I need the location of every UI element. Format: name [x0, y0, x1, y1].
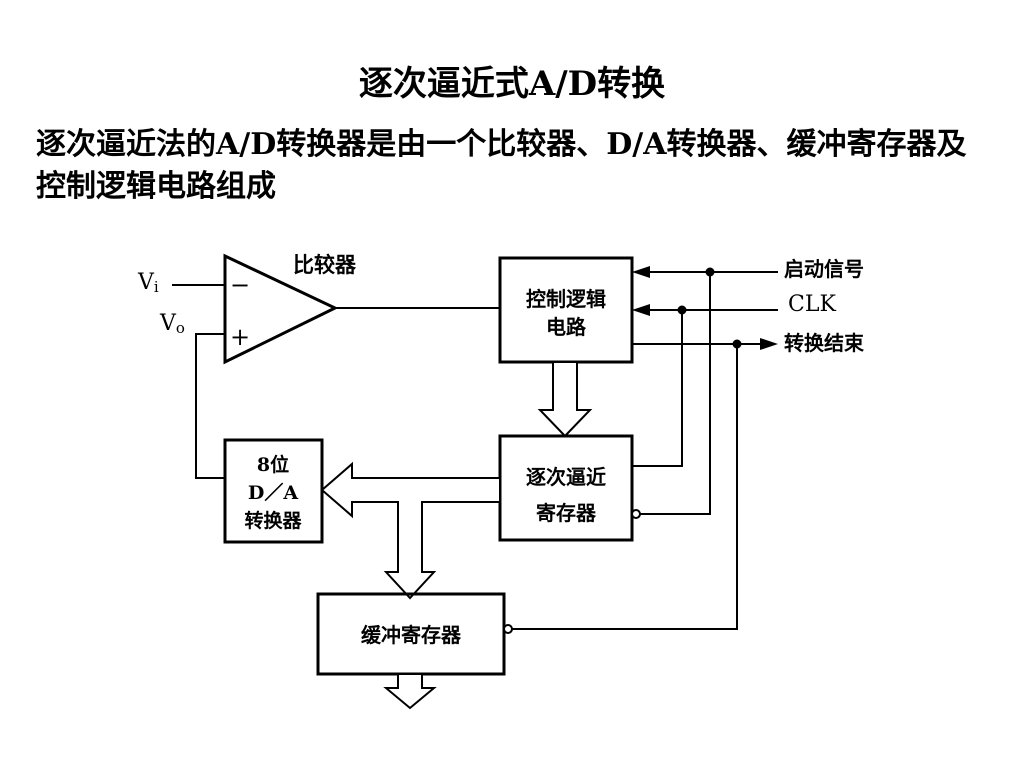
clk-signal-arrowhead: [632, 304, 650, 316]
end-to-buffer-wire: [512, 344, 738, 630]
input-vi-base: V: [137, 270, 155, 295]
control-logic-label-line2: 电路: [546, 315, 587, 339]
input-vi-label: Vi: [137, 270, 159, 296]
input-vo-subscript: o: [176, 319, 185, 337]
vo-feedback-wire: [195, 333, 225, 479]
input-vo-label: Vo: [159, 311, 185, 337]
control-logic-label-line1: 控制逻辑: [526, 287, 606, 311]
sar-to-dac-bus: [320, 461, 501, 600]
signal-clk-label: CLK: [788, 292, 836, 317]
signal-end-label: 转换结束: [784, 331, 865, 355]
end-signal-arrowhead: [760, 338, 778, 350]
signal-start-label: 启动信号: [784, 257, 864, 281]
buffer-output-arrow: [383, 673, 437, 710]
sar-start-inversion-bubble: [631, 509, 641, 519]
buffer-load-inversion-bubble: [503, 624, 513, 634]
comparator-label: 比较器: [293, 252, 357, 277]
comparator-triangle: [223, 253, 339, 365]
start-signal-arrowhead: [632, 266, 650, 278]
input-vo-base: V: [159, 311, 177, 336]
start-to-sar-wire: [640, 272, 711, 515]
dac-label-line3: 转换器: [244, 509, 302, 532]
dac-label-line1: 8位: [257, 453, 289, 476]
comparator-minus-sign: −: [230, 271, 250, 299]
input-vi-subscript: i: [154, 278, 159, 296]
page-description: 逐次逼近法的A/D转换器是由一个比较器、D/A转换器、缓冲寄存器及控制逻辑电路组…: [36, 127, 967, 204]
page-title: 逐次逼近式A/D转换: [358, 64, 666, 104]
sar-label-line1: 逐次逼近: [526, 465, 606, 489]
control-to-sar-arrow: [537, 361, 593, 438]
clk-to-sar-wire: [632, 310, 683, 467]
buffer-register-label: 缓冲寄存器: [361, 623, 462, 647]
comparator-plus-sign: +: [230, 323, 250, 351]
dac-label-line2: D／A: [248, 481, 298, 504]
sar-label-line2: 寄存器: [536, 501, 597, 525]
